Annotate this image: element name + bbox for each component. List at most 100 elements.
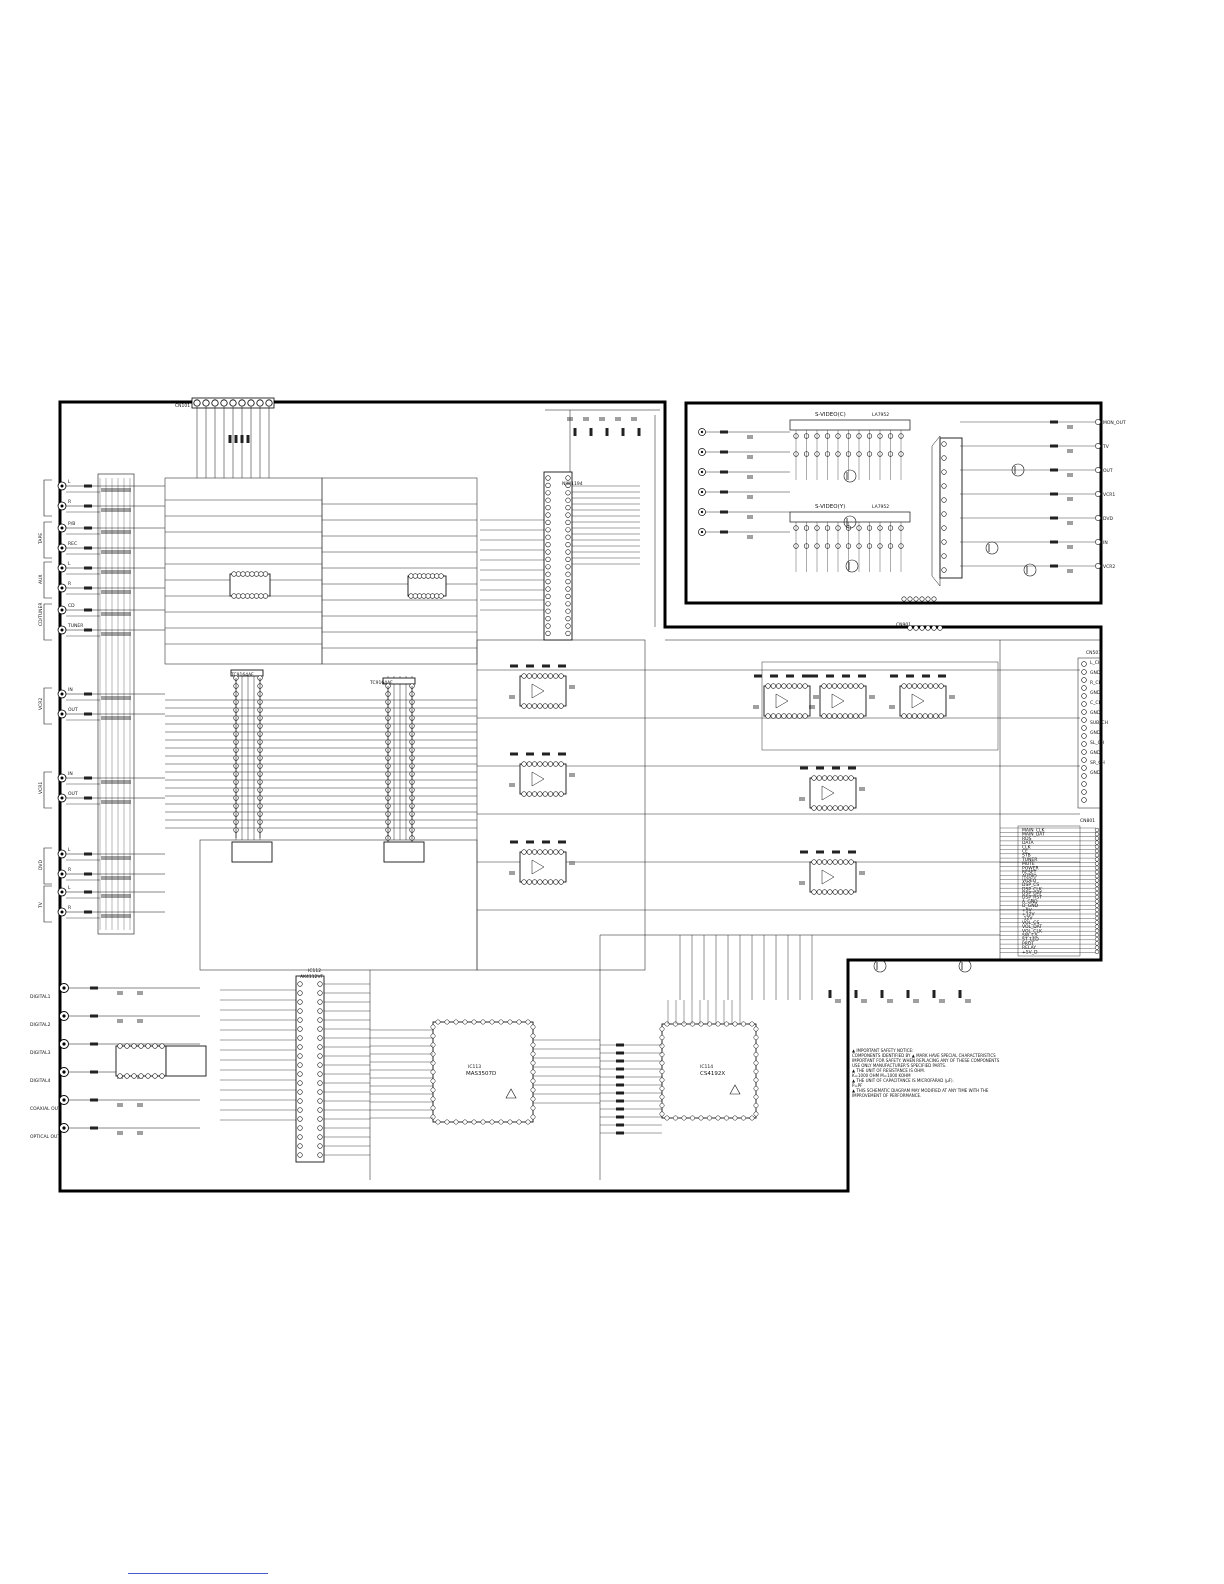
video-out-pin (1095, 467, 1101, 473)
pin (565, 505, 571, 511)
input-group-label: AUX (38, 575, 44, 584)
pin (922, 713, 928, 719)
pin (753, 1077, 759, 1083)
pin (429, 573, 436, 579)
pin (847, 713, 854, 719)
jack-bracket (43, 687, 52, 725)
selector-ic-group (229, 571, 447, 863)
pin (253, 593, 260, 599)
video-out-pin (1095, 443, 1101, 449)
pin (753, 1069, 759, 1074)
amp-triangle-icon (821, 869, 835, 885)
diagram-labels: TC9164AF TC9164AF NJW1194 MAS3507D CS419… (230, 412, 889, 1077)
bus-pin (1094, 932, 1100, 938)
pin (297, 1116, 303, 1122)
transistor-icon (843, 515, 857, 529)
pin (526, 849, 532, 855)
resistor (1050, 468, 1058, 472)
video-out-pin (1095, 539, 1101, 545)
pin (249, 593, 255, 599)
pin (938, 713, 944, 719)
bus-signal-label: VOL_DAT (1022, 924, 1042, 930)
pin (545, 512, 551, 518)
pin (444, 1119, 450, 1125)
resistor (558, 664, 566, 668)
jack-pin-label: L (68, 885, 71, 891)
pin (429, 593, 436, 599)
connector-pin (913, 625, 919, 631)
pin (802, 683, 808, 689)
pin (933, 683, 939, 689)
pin (297, 1062, 303, 1068)
resistor (800, 766, 808, 770)
resistor (234, 435, 238, 443)
pin (565, 482, 571, 489)
bus-pin (1094, 916, 1100, 921)
pin (922, 683, 928, 689)
pin (545, 564, 551, 570)
pin (516, 1019, 522, 1025)
pin (430, 1096, 436, 1102)
pin (430, 1069, 436, 1075)
connector-pin (247, 399, 255, 407)
pin (843, 859, 849, 865)
pin (837, 805, 844, 811)
jack-pin-label: REC (68, 541, 77, 547)
pin (317, 1044, 323, 1050)
pin (545, 556, 551, 563)
left-jack-column: LRP/BRECTAPELRAUXCDTUNERCD/TUNERINOUTVCR… (30, 473, 200, 1140)
bus-pin (1094, 882, 1100, 887)
pin (124, 1043, 130, 1049)
pin (545, 601, 551, 607)
connector-pin (202, 399, 210, 407)
pin (753, 1035, 759, 1040)
pin (530, 1069, 536, 1075)
pin (545, 505, 551, 511)
output-connector-body (1077, 657, 1101, 809)
pin (707, 1115, 712, 1121)
pin (906, 713, 912, 719)
pin (530, 1096, 536, 1102)
pin (911, 683, 918, 689)
connector-pin (1081, 669, 1087, 675)
pin (317, 990, 323, 996)
footer-underline (128, 1573, 268, 1574)
resistor (1050, 516, 1058, 520)
bus-signal-label: AUDIO (1022, 874, 1037, 880)
bus-signal-label: MAIN_DAT (1022, 832, 1045, 838)
resistor (558, 752, 566, 756)
bus-signal-label: DSP_DAT (1022, 891, 1042, 897)
ic-ref: IC113 (468, 1064, 481, 1070)
pin (848, 859, 854, 865)
video-out-pin (1095, 419, 1101, 425)
output-pin-label: SL_CH (1090, 740, 1104, 746)
note-line: ▲ THE UNIT OF CAPACITANCE IS MICROFARAD … (852, 1078, 954, 1083)
pin (941, 511, 947, 517)
pin (531, 673, 538, 679)
pin (553, 791, 559, 797)
pin (145, 1073, 151, 1079)
note-line: ▲ THIS SCHEMATIC DIAGRAM MAY MODIFIED AT… (852, 1088, 989, 1093)
pin (765, 683, 771, 689)
op-amp-block (899, 685, 947, 717)
resistor (720, 530, 728, 534)
pin (317, 1089, 323, 1095)
pin (297, 1008, 303, 1014)
pin (317, 1143, 323, 1149)
amp-section-box (761, 661, 999, 751)
pin (816, 775, 822, 781)
logic-ic-body (165, 1045, 207, 1077)
pin (545, 608, 551, 614)
digital-input-label: OPTICAL OUT (30, 1134, 60, 1140)
resistor (526, 840, 534, 844)
connector-pin (925, 625, 931, 631)
pin (547, 673, 554, 679)
pin (707, 1021, 712, 1027)
video-board-outline (684, 401, 1103, 605)
digital-jack-center (62, 1042, 66, 1046)
pin (753, 1060, 759, 1066)
pin (231, 593, 237, 599)
pin (317, 1107, 323, 1113)
pin (811, 859, 817, 865)
